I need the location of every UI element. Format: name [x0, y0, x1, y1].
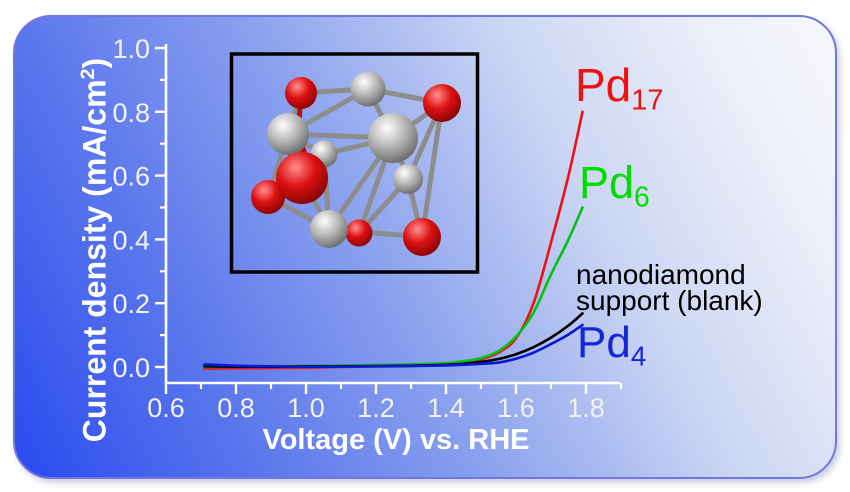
- curve-label-pd4: Pd4: [577, 321, 646, 370]
- atom-red: [423, 84, 461, 122]
- x-axis-title: Voltage (V) vs. RHE: [262, 424, 530, 456]
- y-tick-label: 0.8: [112, 98, 150, 128]
- y-tick-label: 0.2: [112, 289, 150, 319]
- curves: [203, 110, 584, 370]
- atom-red: [251, 180, 285, 214]
- x-tick-label: 1.2: [357, 393, 395, 423]
- atom-gray: [310, 210, 348, 248]
- x-tick-label: 1.6: [497, 393, 535, 423]
- curve-label-blank-line1: nanodiamond: [576, 259, 746, 290]
- atom-gray: [393, 164, 423, 194]
- x-tick-label: 1.4: [427, 393, 465, 423]
- curve-label-pd6-base: Pd: [579, 157, 635, 208]
- x-tick-label: 0.6: [147, 393, 185, 423]
- atom-red: [276, 152, 328, 204]
- inset-border: [229, 52, 480, 274]
- y-axis-title-close: ): [76, 57, 113, 69]
- x-tick-label: 0.8: [217, 393, 255, 423]
- y-tick-label: 1.0: [112, 34, 150, 64]
- y-axis-title-superscript: 2: [76, 68, 99, 80]
- atom-gray: [368, 113, 418, 163]
- curve-pd6: [203, 206, 584, 369]
- y-tick-label: 0.6: [112, 162, 150, 192]
- atom-red: [403, 218, 441, 256]
- curve-label-pd17-sub: 17: [631, 84, 664, 117]
- atom-gray: [350, 71, 386, 107]
- y-tick-label: 0.0: [112, 353, 150, 383]
- curve-label-blank: nanodiamond support (blank): [576, 259, 763, 316]
- curve-label-blank-line2: support (blank): [576, 285, 763, 316]
- y-axis-title: Current density (mA/cm2): [77, 58, 114, 442]
- curve-label-pd6-sub: 6: [634, 181, 650, 214]
- axes: 0.6 0.8 1.0 1.2 1.4 1.6 1.8 0.0 0.2 0.4 0.6 0.8 1.0: [112, 34, 623, 423]
- x-tick-label: 1.8: [567, 393, 605, 423]
- bond: [419, 100, 445, 240]
- curve-label-pd17-base: Pd: [575, 59, 632, 111]
- molecule-inset: [229, 52, 480, 274]
- y-tick-label: 0.4: [112, 225, 150, 255]
- curve-label-pd6: Pd6: [579, 160, 650, 212]
- atom-red: [285, 77, 317, 109]
- atom-gray: [267, 113, 309, 155]
- curve-label-pd4-base: Pd: [577, 318, 631, 367]
- curve-pd4: [203, 323, 584, 369]
- curve-label-pd17: Pd17: [575, 62, 664, 116]
- atom-red: [345, 219, 373, 247]
- y-axis-title-text: Current density (mA/cm: [76, 79, 113, 443]
- curve-label-pd4-sub: 4: [630, 340, 647, 372]
- x-tick-label: 1.0: [287, 393, 325, 423]
